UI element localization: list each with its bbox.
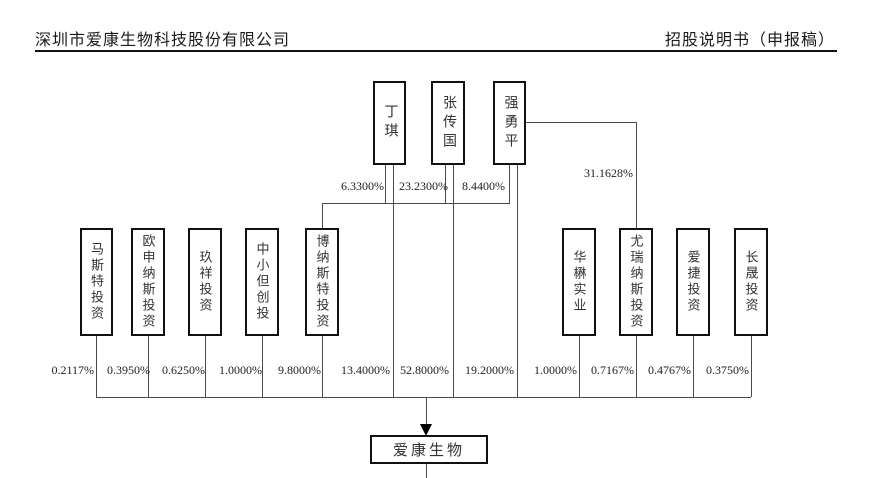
connector-line — [453, 165, 454, 397]
node-masite: 马斯特投资 — [80, 228, 113, 336]
node-bonasite: 博纳斯特投资 — [305, 228, 339, 336]
node-huamao-label: 华楙实业 — [571, 250, 587, 314]
node-aijie: 爱捷投资 — [676, 228, 710, 336]
connector-line — [517, 165, 518, 397]
node-zhangchuanguo-label: 张传国 — [441, 94, 456, 152]
stake-label-qiangyongping-bonasite: 8.4400% — [462, 179, 505, 193]
node-company-label: 爱康生物 — [392, 443, 465, 459]
node-oushennasi-label: 欧申纳斯投资 — [140, 234, 156, 330]
node-company: 爱康生物 — [370, 435, 488, 464]
node-zhangchuanguo: 张传国 — [431, 81, 465, 165]
header-company-title: 深圳市爱康生物科技股份有限公司 — [35, 32, 291, 49]
node-zhongxiaodan: 中小但创投 — [245, 228, 279, 336]
node-oushennasi: 欧申纳斯投资 — [131, 228, 165, 336]
node-jiuxiang: 玖祥投资 — [188, 228, 222, 336]
node-changsheng: 长晟投资 — [734, 228, 768, 336]
stake-label-qiangyongping-younasi: 31.1628% — [584, 166, 633, 180]
arrowhead-down-icon — [420, 424, 432, 436]
connector-line — [426, 397, 427, 425]
connector-line — [322, 336, 323, 397]
stake-label-dingqi-direct: 13.4000% — [341, 363, 390, 377]
stake-label-youruinasi: 0.7167% — [591, 363, 634, 377]
node-aijie-label: 爱捷投资 — [685, 250, 701, 314]
connector-line — [636, 122, 637, 228]
node-youruinasi: 尤瑞纳斯投资 — [619, 228, 653, 336]
connector-line — [636, 336, 637, 397]
connector-line — [693, 336, 694, 397]
stake-label-jiuxiang: 0.6250% — [162, 363, 205, 377]
header-rule — [35, 50, 837, 52]
stake-label-zhongxiaodan: 1.0000% — [219, 363, 262, 377]
node-youruinasi-label: 尤瑞纳斯投资 — [628, 234, 644, 330]
node-qiangyongping-label: 强勇平 — [502, 94, 518, 152]
connector-line — [96, 336, 97, 397]
stake-label-changsheng: 0.3750% — [706, 363, 749, 377]
connector-line — [322, 203, 323, 228]
connector-line — [579, 336, 580, 397]
connector-line — [96, 397, 751, 398]
node-bonasite-label: 博纳斯特投资 — [314, 234, 330, 330]
stake-label-zhangchuanguo-bonasite: 23.2300% — [399, 179, 448, 193]
connector-line — [445, 165, 446, 203]
connector-line — [393, 165, 394, 397]
stake-label-huamao: 1.0000% — [534, 363, 577, 377]
node-qiangyongping: 强勇平 — [493, 81, 526, 165]
connector-line — [148, 336, 149, 397]
stake-label-dingqi-bonasite: 6.3300% — [341, 179, 384, 193]
stake-label-masite: 0.2117% — [51, 363, 94, 377]
connector-line — [262, 336, 263, 397]
node-masite-label: 马斯特投资 — [89, 242, 104, 322]
connector-line — [526, 122, 636, 123]
stake-label-aijie: 0.4767% — [648, 363, 691, 377]
node-jiuxiang-label: 玖祥投资 — [197, 250, 213, 314]
connector-line — [509, 165, 510, 203]
connector-line — [322, 203, 510, 204]
node-huamao: 华楙实业 — [562, 228, 596, 336]
connector-line — [205, 336, 206, 397]
node-dingqi-label: 丁琪 — [382, 104, 398, 142]
node-changsheng-label: 长晟投资 — [743, 250, 759, 314]
connector-line — [385, 165, 386, 203]
connector-line — [426, 464, 427, 478]
stake-label-bonasite: 9.8000% — [278, 363, 321, 377]
stake-label-zhangchuanguo-direct: 52.8000% — [400, 363, 449, 377]
stake-label-oushennasi: 0.3950% — [107, 363, 150, 377]
connector-line — [751, 336, 752, 397]
node-zhongxiaodan-label: 中小但创投 — [254, 242, 270, 322]
stake-label-qiangyongping-direct: 19.2000% — [465, 363, 514, 377]
node-dingqi: 丁琪 — [373, 81, 406, 165]
header-doc-title: 招股说明书（申报稿） — [664, 32, 835, 49]
